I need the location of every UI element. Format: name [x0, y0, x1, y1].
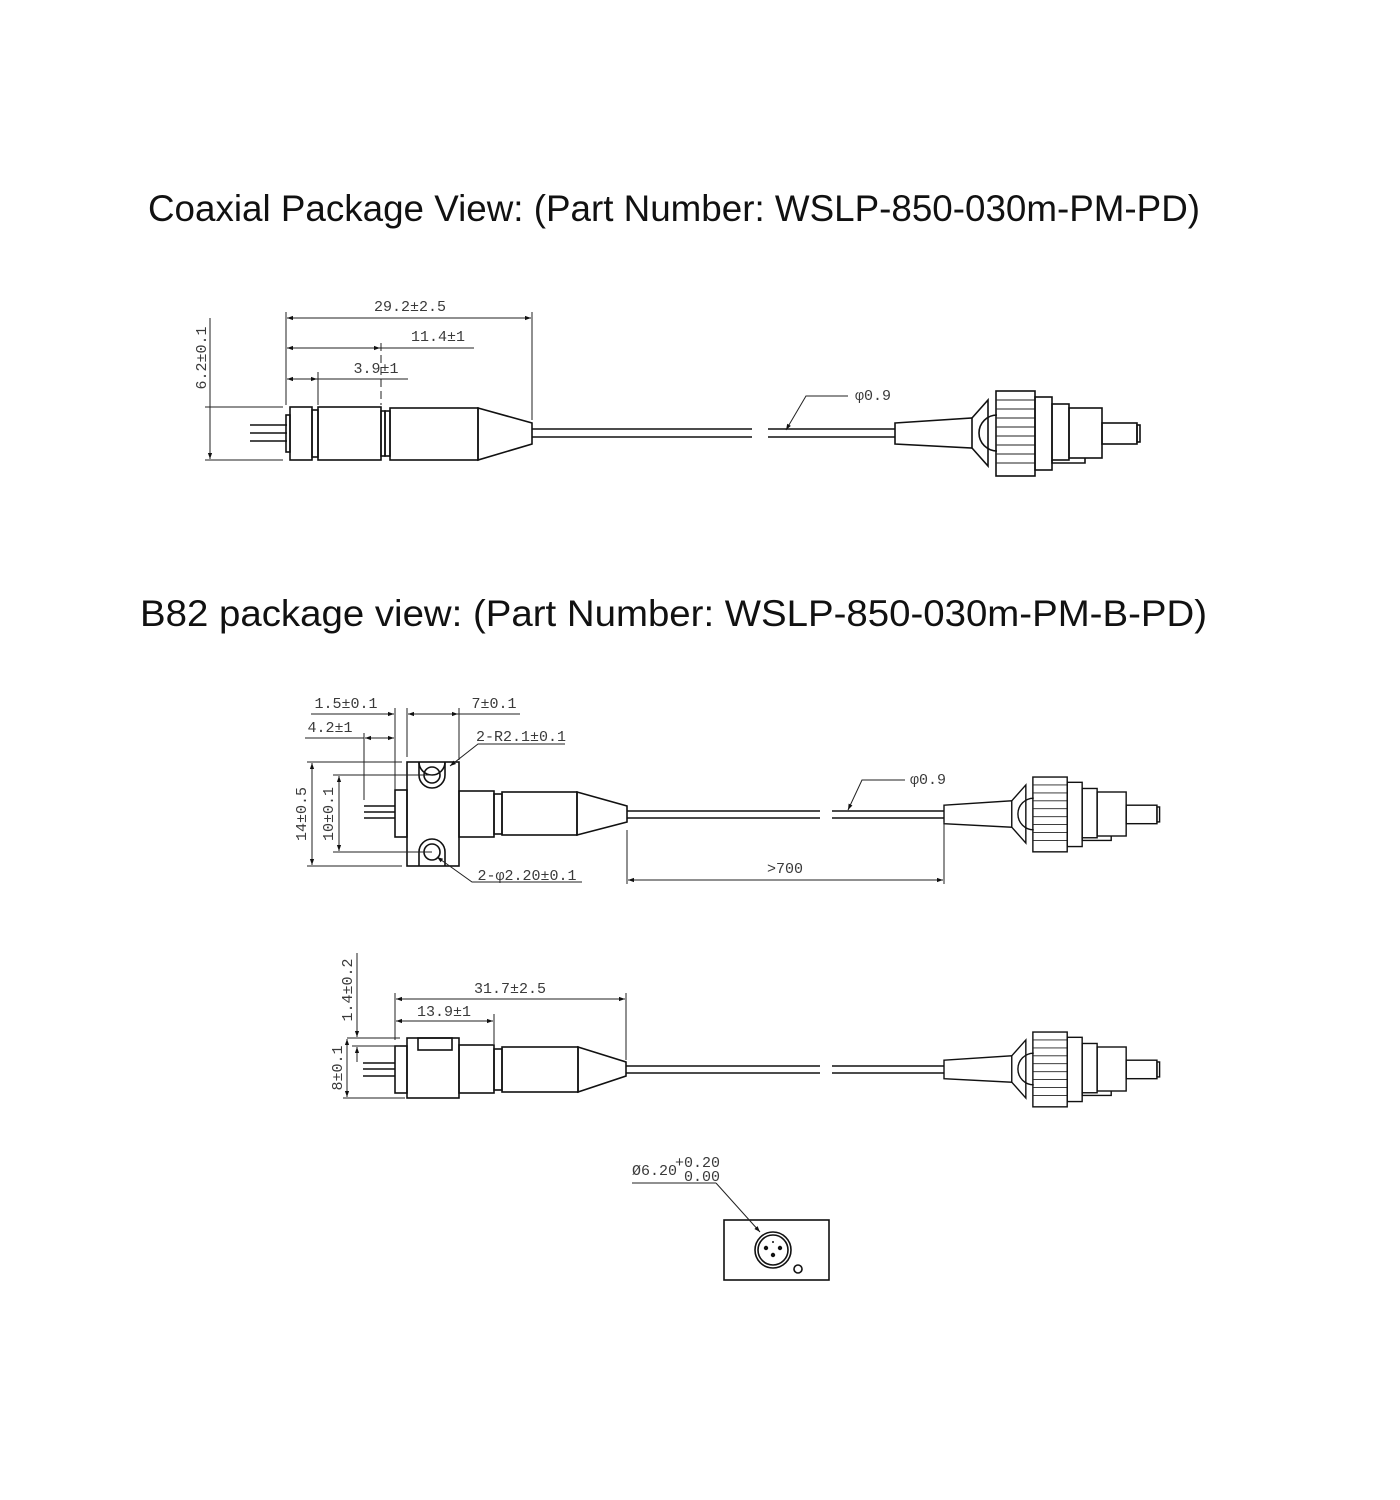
dim-tolerance-lower: 0.00 [684, 1169, 720, 1186]
dim-step: 1.4±0.2 [340, 958, 357, 1021]
dim-end-diameter: Ø6.20 [632, 1163, 677, 1180]
dim-body-length: 13.9±1 [417, 1004, 471, 1021]
b82-top-view-drawing: 1.5±0.1 7±0.1 4.2±1 2-R2.1±0.1 14±0.5 10… [294, 696, 1161, 885]
dim-fiber-diameter: φ0.9 [910, 772, 946, 789]
dim-tolerance-upper: +0.20 [675, 1155, 720, 1172]
dim-corner-radius: 2-R2.1±0.1 [476, 729, 566, 746]
dim-flange-offset: 1.5±0.1 [314, 696, 377, 713]
dim-total-length: 29.2±2.5 [374, 299, 446, 316]
end-view-drawing: Ø6.20 +0.20 0.00 [632, 1155, 830, 1281]
dim-total-length: 31.7±2.5 [474, 981, 546, 998]
coaxial-section-title: Coaxial Package View: (Part Number: WSLP… [148, 188, 1200, 229]
coaxial-package-drawing: 29.2±2.5 11.4±1 3.9±1 6.2±0.1 φ0.9 [194, 299, 1141, 477]
b82-section-title: B82 package view: (Part Number: WSLP-850… [140, 593, 1207, 634]
fc-connector-icon [943, 1031, 1161, 1108]
dim-pin-length: 4.2±1 [307, 720, 352, 737]
dim-fiber-length: >700 [767, 861, 803, 878]
dim-flange-height: 14±0.5 [294, 787, 311, 841]
dim-hole-spacing: 10±0.1 [321, 787, 338, 841]
dim-height: 8±0.1 [330, 1045, 347, 1090]
dim-cap-length: 3.9±1 [353, 361, 398, 378]
dim-flange-width: 7±0.1 [471, 696, 516, 713]
dim-hole-diameter: 2-φ2.20±0.1 [477, 868, 576, 885]
dim-fiber-diameter: φ0.9 [855, 388, 891, 405]
b82-side-view-drawing: 31.7±2.5 13.9±1 1.4±0.2 8±0.1 [330, 953, 1161, 1108]
dim-height: 6.2±0.1 [194, 326, 211, 389]
fc-connector-icon [894, 390, 1141, 477]
dim-body-length: 11.4±1 [411, 329, 465, 346]
fc-connector-icon [943, 776, 1161, 853]
